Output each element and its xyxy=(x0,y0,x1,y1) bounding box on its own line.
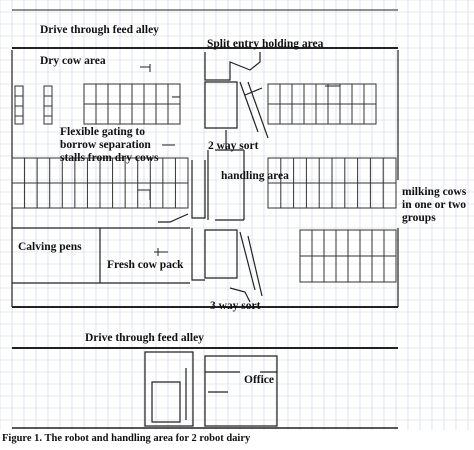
stall-block-middle-left xyxy=(12,158,188,208)
calving-pens-outline xyxy=(12,228,190,283)
three-way-sort-area xyxy=(192,228,262,302)
holding-area xyxy=(205,52,268,138)
stall-block-dry-upper xyxy=(84,84,180,124)
two-way-sort-label: 2 way sort xyxy=(208,140,259,152)
handling-area xyxy=(158,130,244,222)
dry-cow-area-label: Dry cow area xyxy=(40,55,106,67)
stall-block-top-left xyxy=(15,86,52,124)
stall-block-milking-upper-a xyxy=(268,84,376,124)
milking-cows-label: milking cows in one or two groups xyxy=(402,186,467,224)
feed-alley-bottom-label: Drive through feed alley xyxy=(85,332,204,344)
office-building xyxy=(145,352,277,426)
stall-rows xyxy=(12,84,396,282)
fresh-cow-pack-label: Fresh cow pack xyxy=(107,259,184,271)
stall-block-milking-middle xyxy=(268,158,396,208)
three-way-sort-label: 3 way sort xyxy=(210,300,261,312)
calving-pens-label: Calving pens xyxy=(18,241,82,253)
feed-alley-top-label: Drive through feed alley xyxy=(40,24,159,36)
gate-marks xyxy=(138,64,340,256)
figure-caption: Figure 1. The robot and handling area fo… xyxy=(2,433,251,444)
handling-area-label: handling area xyxy=(221,170,289,182)
barn-outline xyxy=(12,10,398,428)
split-entry-label: Split entry holding area xyxy=(207,38,324,50)
stall-block-milking-lower xyxy=(300,230,396,282)
flexible-gating-label: Flexible gating to borrow separation sta… xyxy=(60,126,159,164)
office-label: Office xyxy=(244,374,275,386)
background-grid xyxy=(0,0,474,430)
